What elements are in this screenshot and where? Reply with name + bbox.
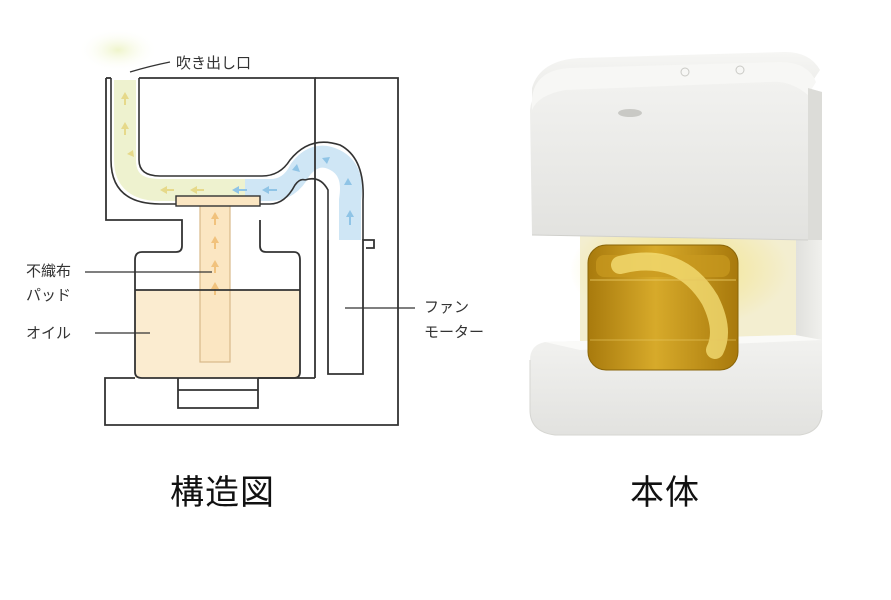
label-outlet: 吹き出し口: [176, 54, 251, 72]
airflow-tube-blue: [245, 145, 362, 240]
leader-lines: [85, 61, 415, 334]
product-illustration: [529, 52, 823, 436]
product-top-unit: [530, 78, 808, 240]
mist-outlet: [618, 109, 642, 117]
oil-bottle: [587, 244, 739, 371]
housing-outline: [104, 77, 399, 426]
airflow-arrows-blue: [232, 157, 354, 225]
wick-pad: [199, 199, 231, 363]
outlet-glow: [78, 28, 158, 72]
caption-structure: 構造図: [170, 473, 275, 513]
structure-diagram-svg: 吹き出し口 不織布 パッド オイル ファン モーター: [26, 28, 484, 426]
label-fan-line2: モーター: [424, 323, 484, 341]
airflow-tube-yellow: [114, 80, 245, 201]
wick-arrows: [211, 212, 219, 295]
top-button-1: [680, 67, 690, 77]
top-button-2: [735, 65, 745, 75]
structure-diagram: 吹き出し口 不織布 パッド オイル ファン モーター: [0, 0, 520, 440]
label-fan-line1: ファン: [424, 298, 469, 316]
wick-cap: [175, 195, 261, 207]
caption-product: 本体: [630, 473, 700, 513]
product-image: [510, 40, 840, 460]
label-pad-line1: 不織布: [26, 262, 71, 280]
airflow-arrows-yellow: [121, 92, 204, 194]
label-oil: オイル: [26, 324, 71, 342]
label-pad-line2: パッド: [26, 286, 71, 304]
